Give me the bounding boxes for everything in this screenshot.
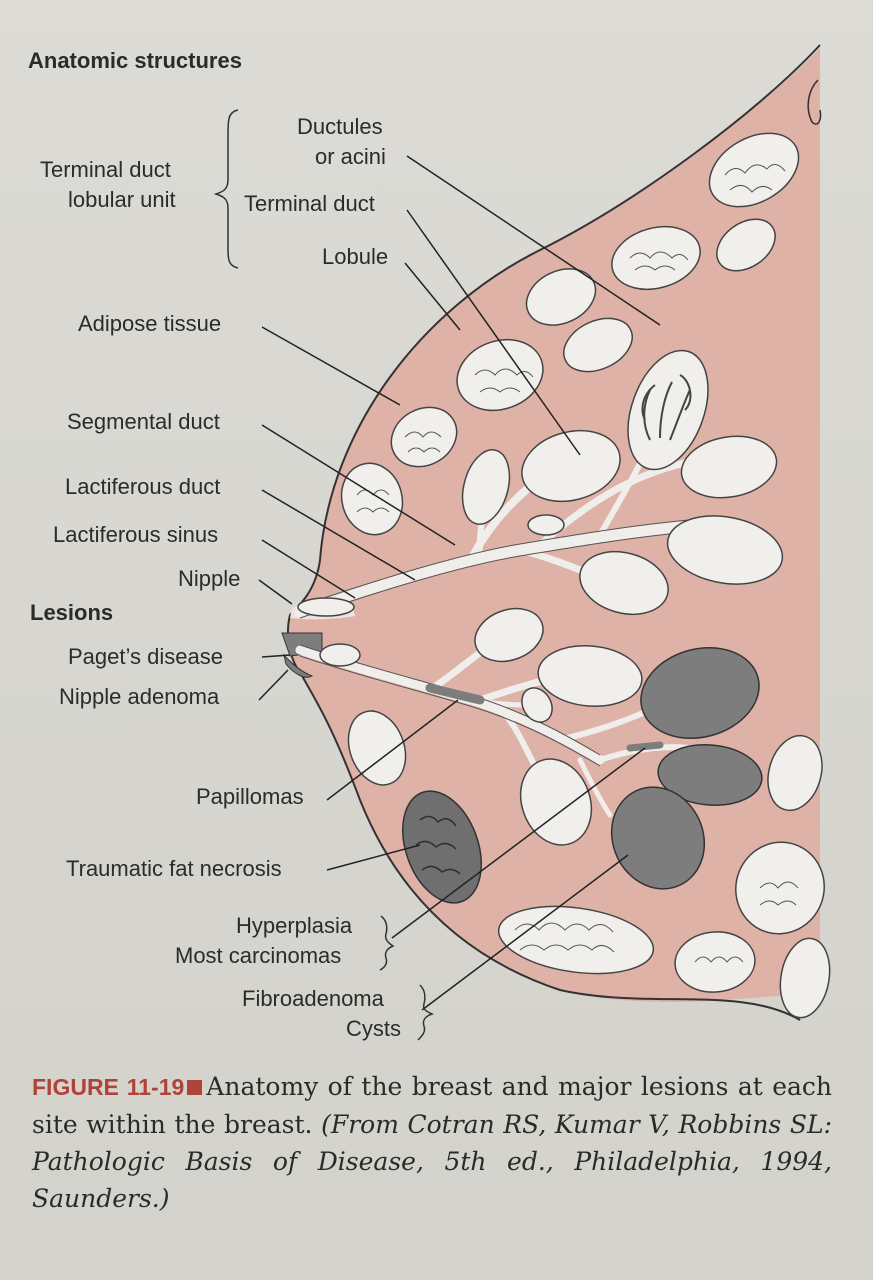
anatomic-structures-heading: Anatomic structures	[28, 48, 242, 73]
label-segmental-duct: Segmental duct	[67, 409, 220, 434]
figure-number: FIGURE 11-19	[32, 1074, 185, 1100]
carcinoma-ovals	[610, 647, 763, 890]
nipple-adenoma-region	[283, 653, 314, 678]
leader-lines	[258, 155, 661, 1011]
label-lactiferous-duct: Lactiferous duct	[65, 474, 221, 499]
fibroadenoma-brace	[417, 984, 434, 1041]
label-ductules-line2: or acini	[315, 144, 386, 169]
label-lobule: Lobule	[322, 244, 389, 269]
label-lactiferous-sinus: Lactiferous sinus	[53, 522, 219, 547]
fat-lobule-texture	[356, 164, 799, 963]
label-nipple: Nipple	[178, 566, 241, 591]
caption-citation: (From Cotran RS, Kumar V, Robbins SL: Pa…	[32, 1110, 832, 1213]
fat-necrosis-texture	[415, 815, 461, 875]
tdlu-ductules	[641, 374, 692, 441]
label-papillomas: Papillomas	[196, 784, 304, 809]
label-tdlu-line2: lobular unit	[68, 187, 176, 212]
lobule-ovals	[297, 429, 784, 846]
label-hyperplasia: Hyperplasia	[236, 913, 353, 938]
label-cysts: Cysts	[346, 1016, 401, 1041]
chest-wall-curl	[807, 79, 822, 125]
label-nipple-adenoma: Nipple adenoma	[59, 684, 220, 709]
breast-anatomy-diagram	[213, 44, 831, 1041]
label-terminal-duct: Terminal duct	[244, 191, 375, 216]
fibroadenoma-texture	[514, 922, 615, 953]
label-tdlu-line1: Terminal duct	[40, 157, 171, 182]
label-ductules-line1: Ductules	[297, 114, 383, 139]
tdlu-oval	[627, 349, 709, 471]
label-fibroadenoma: Fibroadenoma	[242, 986, 384, 1011]
label-traumatic-fat-necrosis: Traumatic fat necrosis	[66, 856, 282, 881]
label-pagets-disease: Paget’s disease	[68, 644, 223, 669]
fat-lobules	[340, 132, 831, 1019]
papilloma-duct-segment	[425, 683, 485, 705]
label-most-carcinomas: Most carcinomas	[175, 943, 342, 968]
tdlu-brace	[213, 109, 239, 269]
caption-text: Anatomy of the breast and major lesions …	[32, 1072, 832, 1139]
label-adipose-tissue: Adipose tissue	[78, 311, 222, 336]
caption-square-marker	[187, 1080, 203, 1095]
hyperplasia-brace	[379, 915, 395, 971]
lesions-heading: Lesions	[30, 600, 114, 625]
carcinoma-duct-segment	[626, 741, 664, 752]
